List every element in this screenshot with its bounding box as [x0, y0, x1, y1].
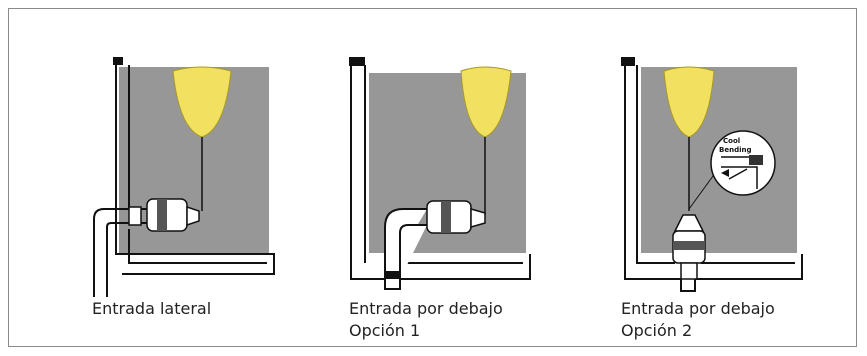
caption-line-1: Entrada lateral — [92, 299, 212, 318]
caption-bottom-entry-option-1: Entrada por debajo Opción 1 — [349, 298, 503, 342]
float-ball — [460, 66, 512, 138]
figure-frame: Entrada lateral Entrada por debajo Opció… — [8, 8, 857, 347]
valve-nut — [157, 199, 167, 231]
tank-bottom-entry-option-2-diagram: Cool Bending — [621, 57, 803, 292]
detail-inset-circle — [710, 130, 776, 196]
tank-bottom-entry-option-1-diagram — [349, 57, 531, 290]
valve-nozzle — [470, 208, 486, 228]
caption-line-1: Entrada por debajo — [349, 299, 503, 318]
caption-side-entry: Entrada lateral — [92, 298, 211, 320]
valve-nut — [441, 201, 451, 233]
valve-nozzle — [186, 205, 200, 227]
pipe-flange — [128, 206, 142, 226]
panel-side-entry: Entrada lateral — [89, 49, 289, 318]
elbow-pipe — [384, 208, 427, 279]
panel-bottom-entry-option-2: Cool Bending Entrada por debajo Opción 2 — [617, 49, 817, 340]
wall-cap — [113, 57, 123, 65]
inset-block — [749, 155, 763, 165]
panel-bottom-entry-option-1: Entrada por debajo Opción 1 — [345, 49, 545, 340]
pipe-collar — [386, 271, 399, 279]
inset-label-line-2: Bending — [719, 146, 751, 154]
caption-line-1: Entrada por debajo — [621, 299, 775, 318]
tank-side-entry-diagram — [93, 57, 275, 297]
inset-arrow — [721, 169, 729, 177]
inset-label-line-1: Cool — [723, 137, 740, 145]
tank-inner-wall — [128, 65, 267, 264]
tank-inner-wall — [636, 65, 795, 264]
float-ball — [663, 66, 715, 138]
tank-inner-wall — [364, 65, 523, 264]
tank-wall — [115, 65, 275, 275]
inlet-stub — [680, 262, 698, 280]
inlet-pipe — [93, 208, 149, 297]
caption-bottom-entry-option-2: Entrada por debajo Opción 2 — [621, 298, 775, 342]
wall-cap — [621, 57, 635, 66]
caption-line-2: Opción 1 — [349, 321, 421, 340]
tank-wall — [350, 65, 531, 290]
float-ball — [172, 66, 232, 138]
valve-nut — [673, 241, 705, 250]
caption-line-2: Opción 2 — [621, 321, 693, 340]
wall-cap — [349, 57, 365, 66]
tank-wall — [624, 65, 803, 292]
